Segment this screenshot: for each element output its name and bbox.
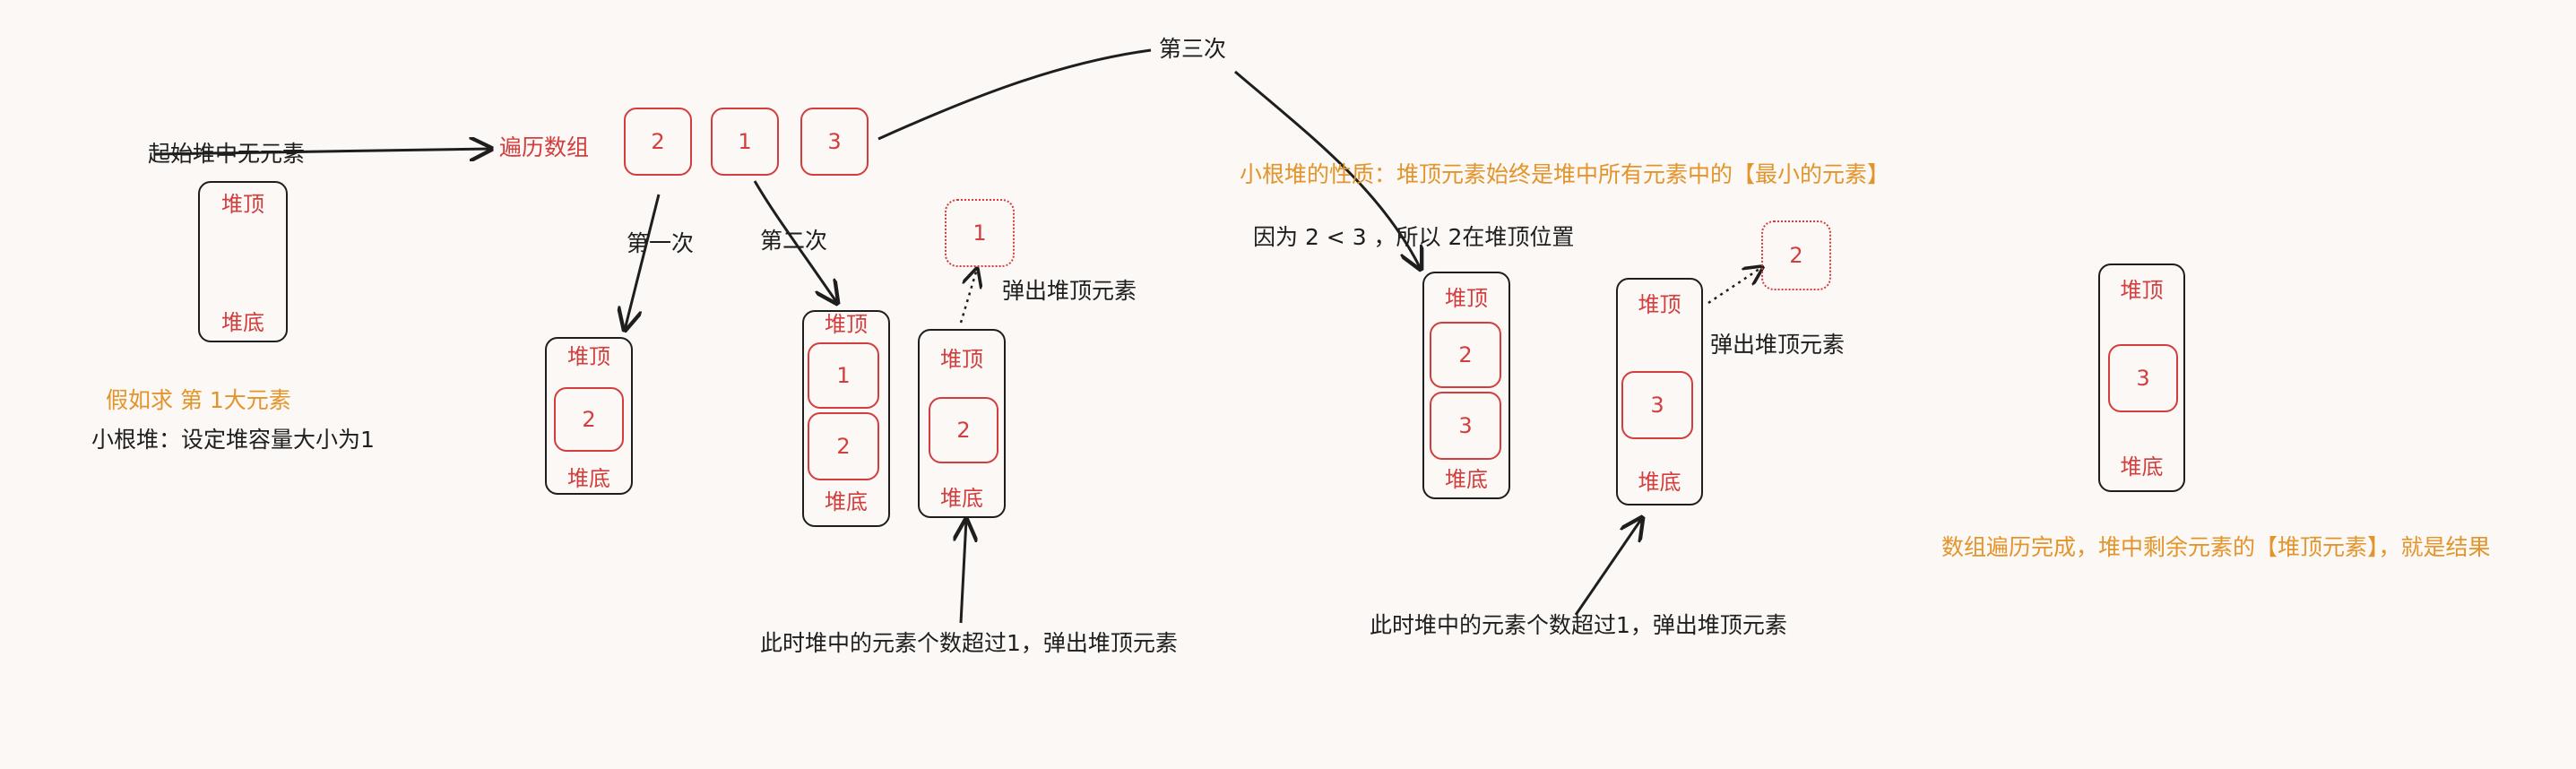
traverse-array-label: 遍历数组 (499, 134, 590, 160)
assume-label: 假如求 第 1大元素 (106, 387, 291, 413)
second-label: 第二次 (760, 228, 828, 254)
min-heap-capacity-label: 小根堆：设定堆容量大小为1 (91, 427, 375, 453)
heap-node: 2 (554, 387, 624, 452)
arrow-start-to-array (153, 149, 491, 154)
heap-node: 3 (1430, 392, 1501, 460)
heap-after-third: 堆顶 2 3 堆底 (1422, 272, 1510, 499)
heap-after-pop-1: 堆顶 2 堆底 (918, 329, 1006, 518)
result-label: 数组遍历完成，堆中剩余元素的【堆顶元素】，就是结果 (1941, 534, 2491, 560)
exceeds-label-2: 此时堆中的元素个数超过1，弹出堆顶元素 (1370, 612, 1787, 638)
heap-bottom-label: 堆底 (1445, 467, 1488, 492)
arrow-exceed-1 (961, 520, 966, 624)
heap-bottom-label: 堆底 (940, 486, 983, 511)
heap-node: 2 (1430, 322, 1501, 388)
heap-top-label: 堆顶 (1445, 286, 1488, 311)
heap-node: 3 (1621, 371, 1693, 439)
array-node: 2 (624, 108, 692, 176)
heap-bottom-label: 堆底 (825, 489, 868, 514)
heap-node: 2 (808, 412, 879, 480)
heap-bottom-label: 堆底 (567, 466, 610, 491)
arrow-pop-1 (959, 269, 977, 324)
heap-top-label: 堆顶 (221, 192, 264, 217)
start-empty-label: 起始堆中无元素 (148, 141, 306, 167)
array-node: 1 (711, 108, 779, 176)
heap-bottom-label: 堆底 (2120, 454, 2164, 480)
arrow-exceed-2 (1574, 518, 1642, 616)
property-label: 小根堆的性质：堆顶元素始终是堆中所有元素中的【最小的元素】 (1240, 161, 1890, 187)
arrow-pop-2 (1707, 267, 1762, 305)
heap-node: 1 (808, 342, 879, 409)
heap-top-label: 堆顶 (825, 312, 868, 337)
first-label: 第一次 (627, 230, 695, 256)
heap-final: 堆顶 3 堆底 (2098, 264, 2185, 492)
pop-top-label-1: 弹出堆顶元素 (1002, 278, 1137, 304)
third-label: 第三次 (1159, 36, 1227, 62)
arrow-second (753, 180, 837, 303)
heap-bottom-label: 堆底 (221, 310, 264, 335)
heap-top-label: 堆顶 (567, 344, 610, 369)
arrow-third-down (1234, 70, 1421, 269)
heap-node: 2 (929, 397, 998, 463)
heap-node: 3 (2108, 344, 2178, 412)
array-node: 3 (800, 108, 869, 176)
heap-top-label: 堆顶 (1638, 292, 1681, 317)
exceeds-label-1: 此时堆中的元素个数超过1，弹出堆顶元素 (760, 630, 1178, 656)
arrow-first (625, 194, 661, 330)
popped-node-2: 2 (1761, 220, 1831, 290)
popped-node-1: 1 (945, 199, 1015, 267)
heap-after-first: 堆顶 2 堆底 (545, 337, 633, 495)
heap-after-second: 堆顶 1 2 堆底 (802, 310, 890, 527)
pop-top-label-2: 弹出堆顶元素 (1710, 332, 1846, 358)
because-label: 因为 2 < 3 ，所以 2在堆顶位置 (1253, 224, 1575, 250)
heap-top-label: 堆顶 (2120, 278, 2164, 303)
heap-empty: 堆顶 堆底 (198, 181, 288, 342)
heap-top-label: 堆顶 (940, 347, 983, 372)
arrow-third (877, 48, 1152, 141)
heap-after-pop-2: 堆顶 3 堆底 (1616, 278, 1703, 505)
heap-bottom-label: 堆底 (1638, 470, 1681, 495)
